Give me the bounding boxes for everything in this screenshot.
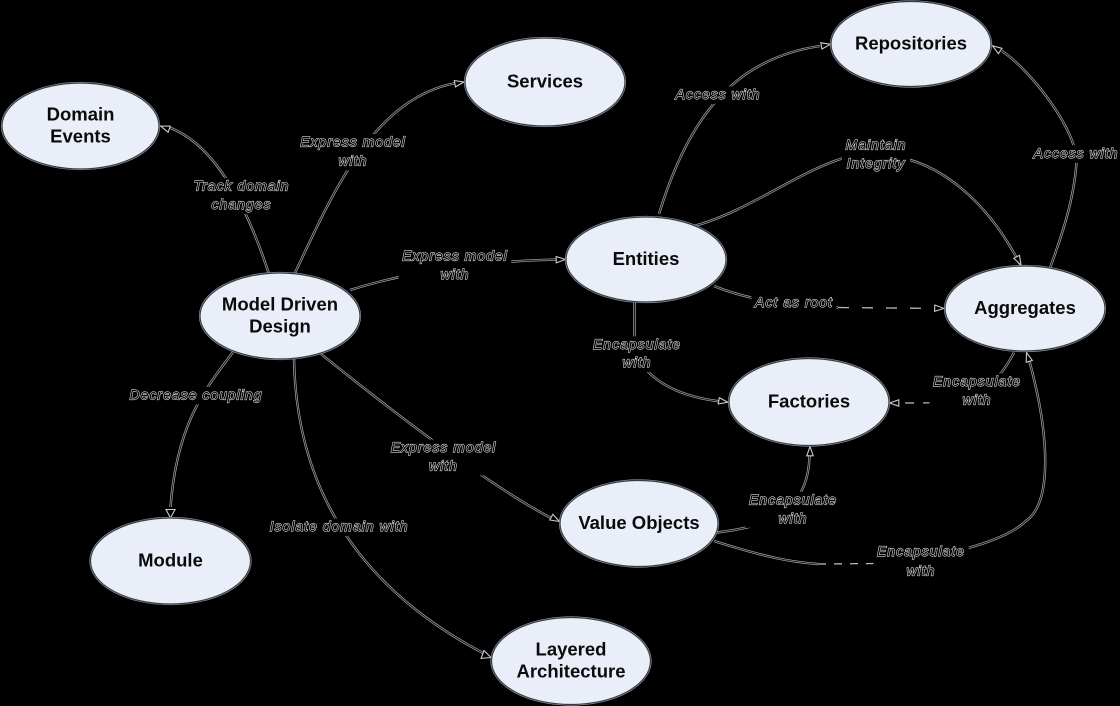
svg-text:Express model: Express model — [391, 439, 497, 455]
svg-text:with: with — [339, 152, 368, 168]
svg-text:Access with: Access with — [675, 86, 761, 102]
svg-text:Encapsulate: Encapsulate — [933, 373, 1021, 389]
svg-text:Isolate domain with: Isolate domain with — [270, 518, 409, 534]
svg-text:Encapsulate: Encapsulate — [749, 491, 837, 507]
svg-text:Services: Services — [507, 71, 583, 92]
svg-text:Domain: Domain — [47, 103, 115, 124]
svg-text:Track domain: Track domain — [194, 178, 290, 194]
svg-text:with: with — [429, 457, 458, 473]
svg-text:with: with — [779, 510, 808, 526]
svg-text:changes: changes — [212, 196, 272, 212]
svg-text:Module: Module — [138, 550, 203, 571]
svg-text:Express model: Express model — [402, 248, 508, 264]
svg-text:Events: Events — [50, 125, 111, 146]
svg-text:Encapsulate: Encapsulate — [593, 336, 681, 352]
svg-text:with: with — [623, 354, 652, 370]
svg-text:Repositories: Repositories — [855, 33, 967, 54]
svg-text:Decrease coupling: Decrease coupling — [130, 386, 263, 402]
svg-text:Factories: Factories — [768, 391, 850, 412]
svg-text:with: with — [963, 392, 992, 408]
svg-text:Architecture: Architecture — [517, 660, 626, 681]
svg-text:Value Objects: Value Objects — [578, 512, 699, 533]
svg-text:Express model: Express model — [300, 134, 406, 150]
svg-text:Model Driven: Model Driven — [222, 293, 338, 314]
svg-text:with: with — [441, 266, 470, 282]
svg-text:Integrity: Integrity — [847, 155, 906, 171]
svg-text:Access with: Access with — [1033, 145, 1119, 161]
svg-text:Layered: Layered — [536, 638, 607, 659]
svg-text:Aggregates: Aggregates — [974, 297, 1076, 318]
svg-text:with: with — [907, 563, 936, 579]
svg-text:Act as root: Act as root — [754, 294, 833, 310]
svg-text:Design: Design — [249, 315, 311, 336]
svg-text:Encapsulate: Encapsulate — [877, 543, 965, 559]
svg-text:Entities: Entities — [613, 248, 680, 269]
svg-text:Maintain: Maintain — [846, 137, 907, 153]
